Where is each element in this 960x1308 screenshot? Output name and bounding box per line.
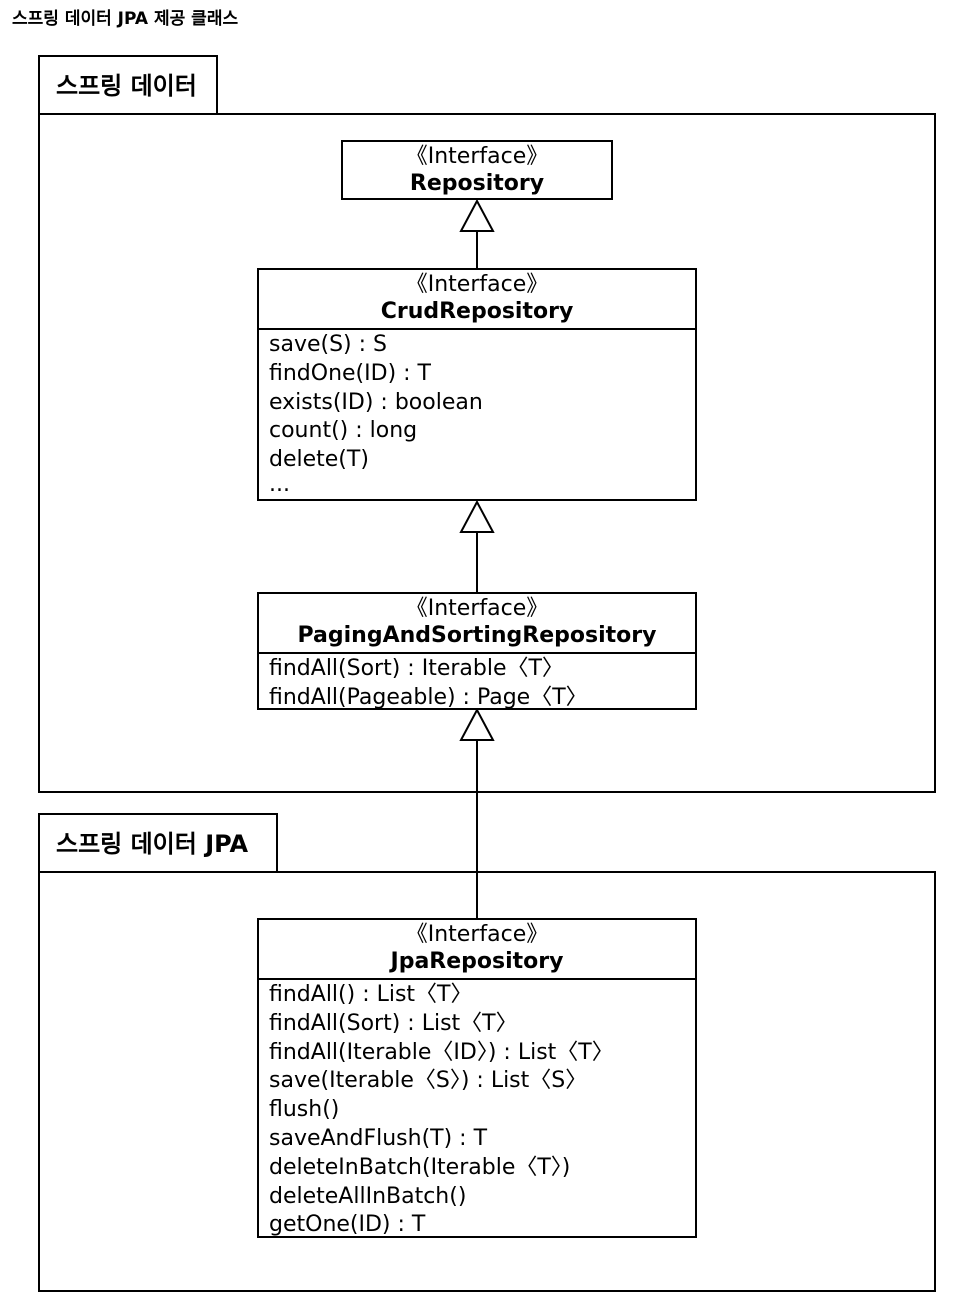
operation: ... (269, 471, 290, 497)
class-operations: save(S) : S findOne(ID) : T exists(ID) :… (259, 330, 695, 495)
package-spring-data-jpa-tab: 스프링 데이터 JPA (38, 813, 278, 873)
class-header: 《Interface》 CrudRepository (259, 270, 695, 330)
class-operations: findAll(Sort) : Iterable〈T〉 findAll(Page… (259, 654, 695, 713)
package-spring-data (38, 113, 936, 793)
package-spring-data-tab: 스프링 데이터 (38, 55, 218, 115)
class-header: 《Interface》 PagingAndSortingRepository (259, 594, 695, 654)
operation: findAll(Sort) : Iterable〈T〉 (269, 656, 564, 681)
operation: deleteInBatch(Iterable〈T〉) (269, 1154, 571, 1180)
package-name: 스프링 데이터 JPA (56, 830, 249, 858)
operation: getOne(ID) : T (269, 1212, 426, 1238)
class-stereotype: 《Interface》 (405, 922, 549, 947)
operation: findAll(Pageable) : Page〈T〉 (269, 684, 588, 710)
class-name: JpaRepository (390, 949, 564, 974)
operation: findAll() : List〈T〉 (269, 982, 473, 1007)
class-jpa-repository: 《Interface》 JpaRepository findAll() : Li… (257, 918, 697, 1238)
operation: findAll(Sort) : List〈T〉 (269, 1010, 518, 1036)
generalization-arrowhead (459, 499, 495, 533)
page-title: 스프링 데이터 JPA 제공 클래스 (12, 9, 239, 29)
class-header: 《Interface》 Repository (343, 142, 611, 200)
generalization-arrowhead (459, 707, 495, 741)
operation: save(Iterable〈S〉) : List〈S〉 (269, 1068, 588, 1094)
operation: save(S) : S (269, 332, 387, 357)
package-spring-data-jpa (38, 871, 936, 1292)
class-stereotype: 《Interface》 (405, 144, 549, 169)
generalization-arrowhead (459, 198, 495, 232)
operation: saveAndFlush(T) : T (269, 1125, 488, 1151)
operation: findAll(Iterable〈ID〉) : List〈T〉 (269, 1039, 614, 1065)
class-crud-repository: 《Interface》 CrudRepository save(S) : S f… (257, 268, 697, 501)
class-repository: 《Interface》 Repository (341, 140, 613, 200)
class-header: 《Interface》 JpaRepository (259, 920, 695, 980)
class-name: Repository (409, 171, 545, 196)
operation: count() : long (269, 418, 418, 444)
operation: delete(T) (269, 447, 369, 473)
operation: exists(ID) : boolean (269, 389, 483, 415)
package-name: 스프링 데이터 (56, 72, 197, 100)
class-operations: findAll() : List〈T〉 findAll(Sort) : List… (259, 980, 695, 1240)
operation: deleteAllInBatch() (269, 1183, 467, 1209)
class-paging-and-sorting-repository: 《Interface》 PagingAndSortingRepository f… (257, 592, 697, 710)
class-name: PagingAndSortingRepository (297, 623, 657, 648)
class-stereotype: 《Interface》 (405, 596, 549, 621)
operation: findOne(ID) : T (269, 360, 431, 386)
operation: flush() (269, 1097, 340, 1123)
class-name: CrudRepository (380, 299, 574, 324)
class-stereotype: 《Interface》 (405, 272, 549, 297)
